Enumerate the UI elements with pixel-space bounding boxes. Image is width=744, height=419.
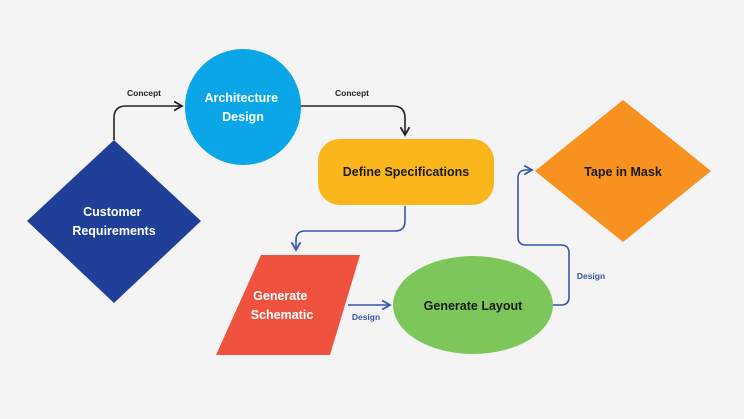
node-architecture-design: Architecture Design [185, 49, 301, 165]
node-generate-schematic: Generate Schematic [216, 255, 360, 355]
edge-customer-to-architecture: Concept [113, 88, 184, 140]
node-generate-layout: Generate Layout [393, 256, 553, 354]
connector-line [290, 206, 406, 252]
node-tape-in-mask: Tape in Mask [535, 100, 711, 242]
node-label: Generate Layout [424, 299, 523, 313]
ellipse-shape [393, 256, 553, 354]
connector-line [279, 105, 411, 137]
edge-label-design: Design [577, 271, 605, 281]
node-define-specifications: Define Specifications [318, 139, 494, 205]
edge-architecture-to-specifications: Concept [279, 88, 411, 137]
edge-label-concept: Concept [127, 88, 161, 98]
node-label: Tape in Mask [584, 165, 662, 179]
node-label: Generate Schematic [251, 289, 314, 322]
diamond-shape [27, 140, 201, 303]
node-label: Customer Requirements [72, 205, 155, 238]
edge-schematic-to-layout: Design [348, 299, 392, 322]
node-label: Architecture Design [204, 91, 281, 124]
node-customer-requirements: Customer Requirements [27, 140, 201, 303]
connector-line [113, 100, 184, 140]
diamond-shape [535, 100, 711, 242]
circle-shape [185, 49, 301, 165]
rounded-rectangle-shape [318, 139, 494, 205]
edge-label-design: Design [352, 312, 380, 322]
parallelogram-shape [216, 255, 360, 355]
node-label: Define Specifications [343, 165, 469, 179]
edge-specifications-to-schematic [290, 206, 406, 252]
edge-label-concept: Concept [335, 88, 369, 98]
connector-line [517, 164, 570, 306]
edge-layout-to-tape-in: Design [517, 164, 605, 306]
